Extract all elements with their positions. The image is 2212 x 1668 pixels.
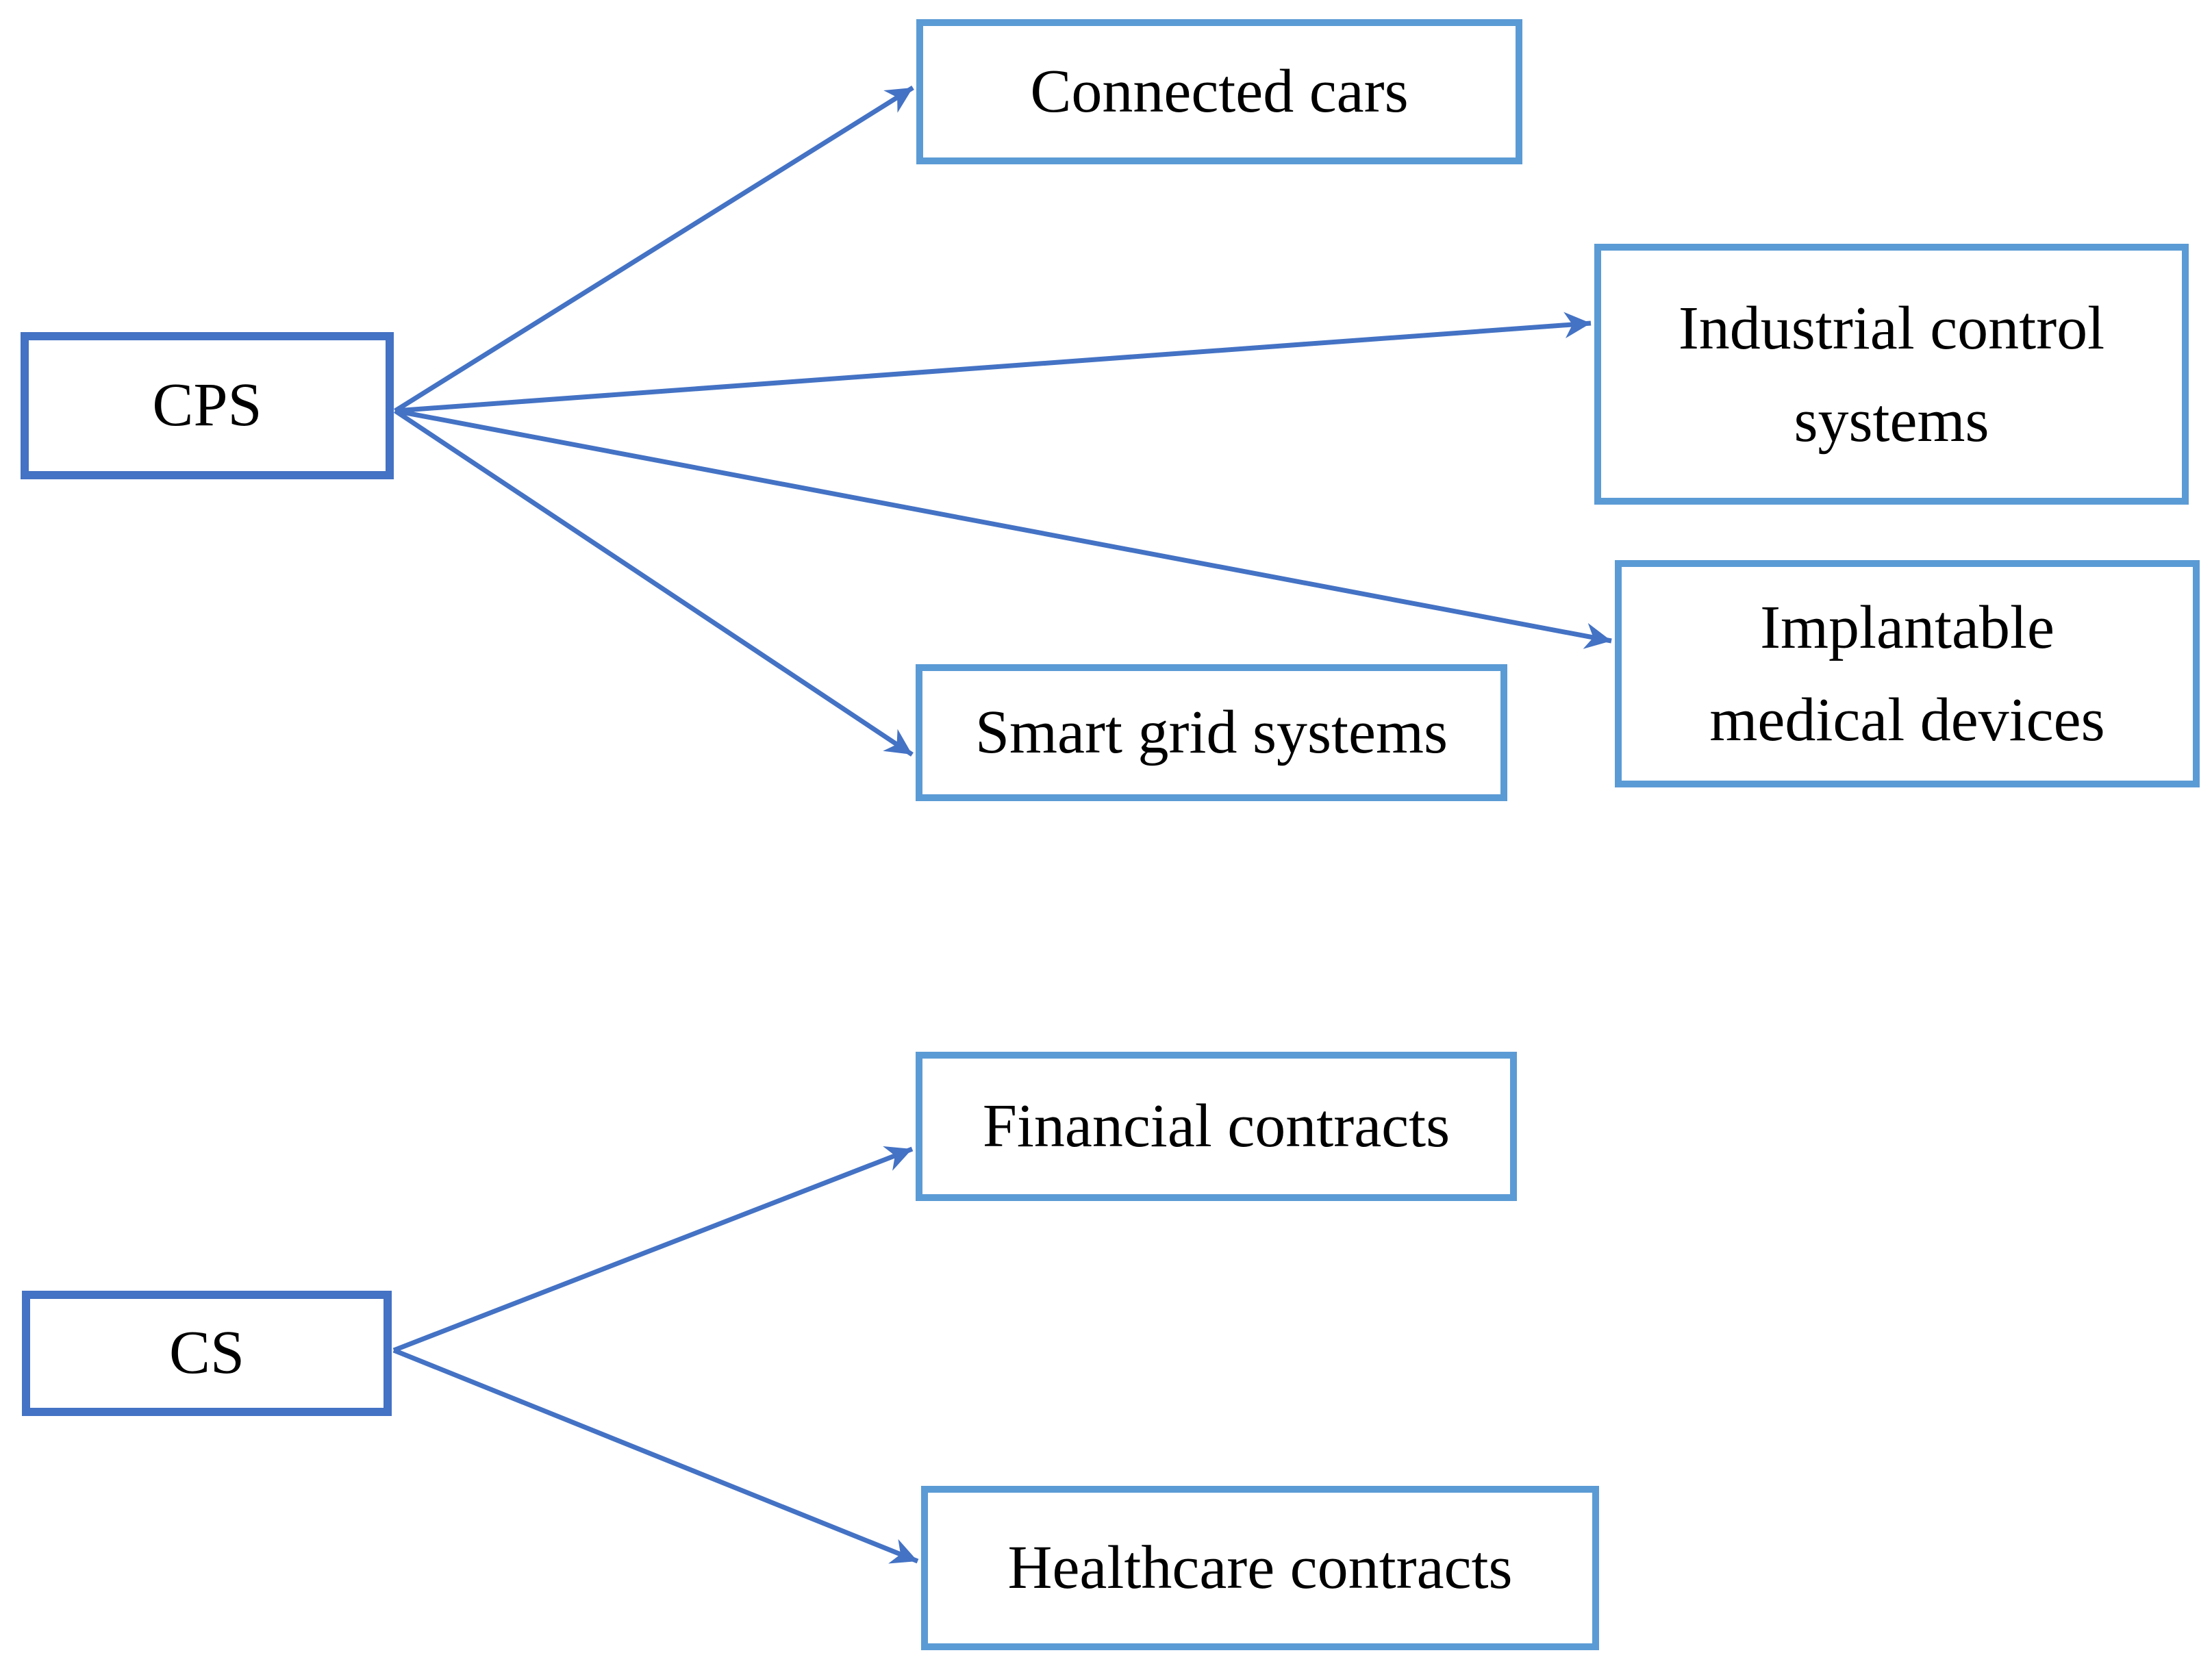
node-industrial-control-systems-label-line1: Industrial control	[1678, 294, 2105, 362]
node-cs: CS	[22, 1291, 392, 1416]
node-cps-label: CPS	[152, 371, 262, 440]
node-financial-contracts: Financial contracts	[916, 1052, 1517, 1201]
arrow-cps-to-implantable-medical-devices	[394, 408, 1612, 649]
node-healthcare-contracts-label: Healthcare contracts	[1007, 1533, 1513, 1602]
node-smart-grid-systems: Smart grid systems	[916, 664, 1507, 801]
arrow-cps-to-connected-cars	[394, 86, 914, 413]
arrow-cps-to-smart-grid-systems	[394, 409, 914, 757]
node-connected-cars-label: Connected cars	[1030, 57, 1409, 125]
node-healthcare-contracts: Healthcare contracts	[921, 1486, 1599, 1650]
node-implantable-medical-devices-label-line1: Implantable	[1760, 594, 2054, 661]
arrow-cs-to-healthcare-contracts	[392, 1348, 919, 1564]
arrow-cs-to-financial-contracts	[392, 1146, 914, 1353]
arrow-cps-to-industrial-control-systems	[394, 312, 1592, 414]
node-industrial-control-systems: Industrial control systems	[1594, 244, 2189, 505]
node-financial-contracts-label: Financial contracts	[982, 1091, 1450, 1160]
node-implantable-medical-devices-label-line2: medical devices	[1709, 686, 2105, 754]
node-cs-label: CS	[168, 1319, 245, 1387]
node-connected-cars: Connected cars	[916, 19, 1522, 164]
node-cps: CPS	[21, 332, 394, 479]
node-implantable-medical-devices: Implantable medical devices	[1615, 560, 2200, 787]
node-smart-grid-systems-label: Smart grid systems	[975, 698, 1448, 766]
node-industrial-control-systems-label-line2: systems	[1794, 386, 1989, 455]
